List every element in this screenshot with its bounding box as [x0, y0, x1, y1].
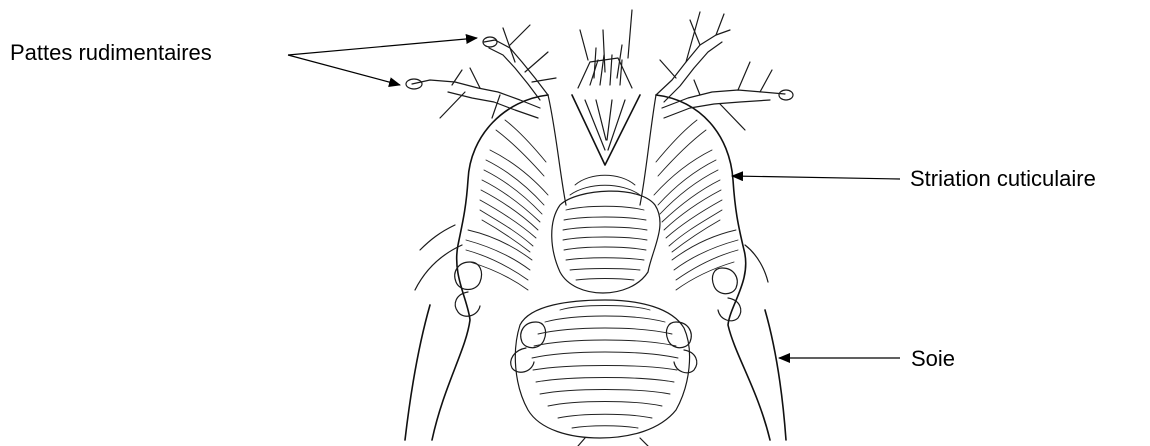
striation-arrow [732, 176, 900, 179]
legs-label: Pattes rudimentaires [10, 42, 212, 64]
annotation-arrows [288, 38, 900, 358]
striation-label: Striation cuticulaire [910, 168, 1096, 190]
mite-illustration [405, 10, 793, 446]
legs-arrow-upper [288, 38, 477, 55]
legs-arrow-lower [288, 55, 400, 85]
seta-label: Soie [911, 348, 955, 370]
body-outline [405, 95, 786, 446]
cuticular-striations [466, 120, 738, 428]
